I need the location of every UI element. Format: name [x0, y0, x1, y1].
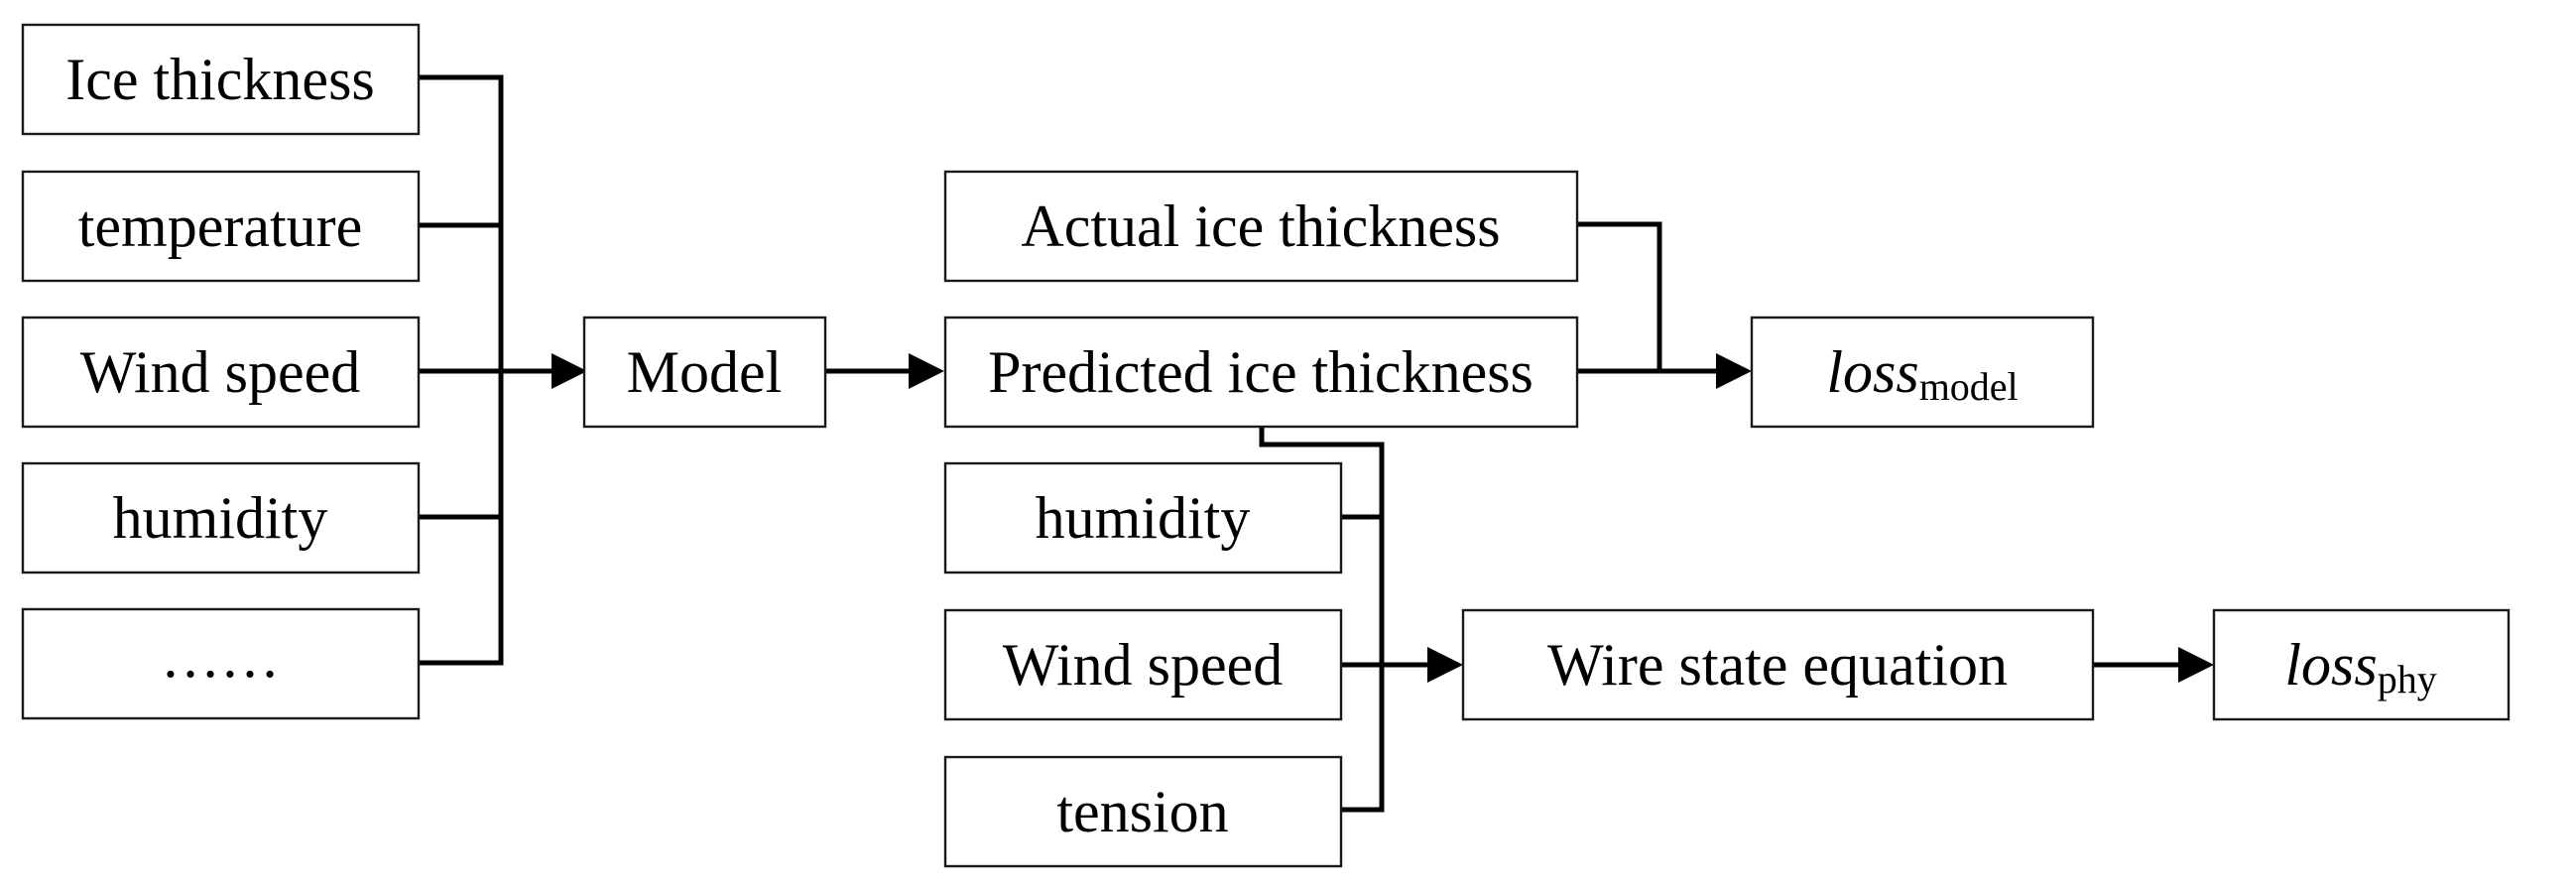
- arrow-to-wire-state-equation: [1427, 647, 1463, 683]
- loss-model-box: lossmodel: [1750, 316, 2095, 429]
- arrow-to-loss-phy: [2178, 647, 2214, 683]
- loss-phy-subscript: phy: [2378, 657, 2437, 702]
- input-label-humidity: humidity: [113, 485, 328, 551]
- input-box-humidity: humidity: [21, 461, 421, 574]
- physics-input-box-humidity: humidity: [943, 461, 1343, 574]
- arrow-to-predicted: [909, 353, 944, 389]
- arrow-to-loss-model: [1716, 353, 1752, 389]
- wire-state-equation-box: Wire state equation: [1461, 608, 2095, 721]
- input-label-wind-speed: Wind speed: [80, 339, 361, 405]
- predicted-ice-thickness-label: Predicted ice thickness: [988, 339, 1533, 405]
- arrow-to-model: [552, 353, 587, 389]
- loss-model-base: loss: [1826, 339, 1918, 405]
- physics-input-label-humidity: humidity: [1036, 485, 1251, 551]
- physics-input-box-wind-speed: Wind speed: [943, 608, 1343, 721]
- input-box-wind-speed: Wind speed: [21, 316, 421, 429]
- input-box-temperature: temperature: [21, 170, 421, 283]
- input-bus-connector: [416, 74, 558, 666]
- loss-phy-box: lossphy: [2212, 608, 2511, 721]
- loss-model-label: lossmodel: [1826, 339, 2018, 409]
- input-box-ice-thickness: Ice thickness: [21, 23, 421, 136]
- actual-ice-thickness-box: Actual ice thickness: [943, 170, 1579, 283]
- loss-phy-base: loss: [2284, 632, 2377, 698]
- physics-input-label-wind-speed: Wind speed: [1003, 632, 1284, 698]
- physics-input-box-tension: tension: [943, 755, 1343, 868]
- physics-bus-connector: [1259, 424, 1431, 813]
- input-label-ellipsis: ……: [161, 624, 280, 690]
- input-box-ellipsis: ……: [21, 607, 421, 720]
- input-label-ice-thickness: Ice thickness: [65, 47, 375, 112]
- loss-model-subscript: model: [1919, 364, 2019, 409]
- predicted-ice-thickness-box: Predicted ice thickness: [943, 316, 1579, 429]
- model-box: Model: [582, 316, 827, 429]
- loss-model-connector: [1574, 221, 1719, 374]
- actual-ice-thickness-label: Actual ice thickness: [1021, 193, 1500, 259]
- loss-phy-label: lossphy: [2284, 632, 2436, 702]
- physics-input-label-tension: tension: [1056, 779, 1228, 844]
- input-label-temperature: temperature: [78, 193, 363, 259]
- wire-state-equation-label: Wire state equation: [1547, 632, 2008, 698]
- model-label: Model: [627, 339, 783, 405]
